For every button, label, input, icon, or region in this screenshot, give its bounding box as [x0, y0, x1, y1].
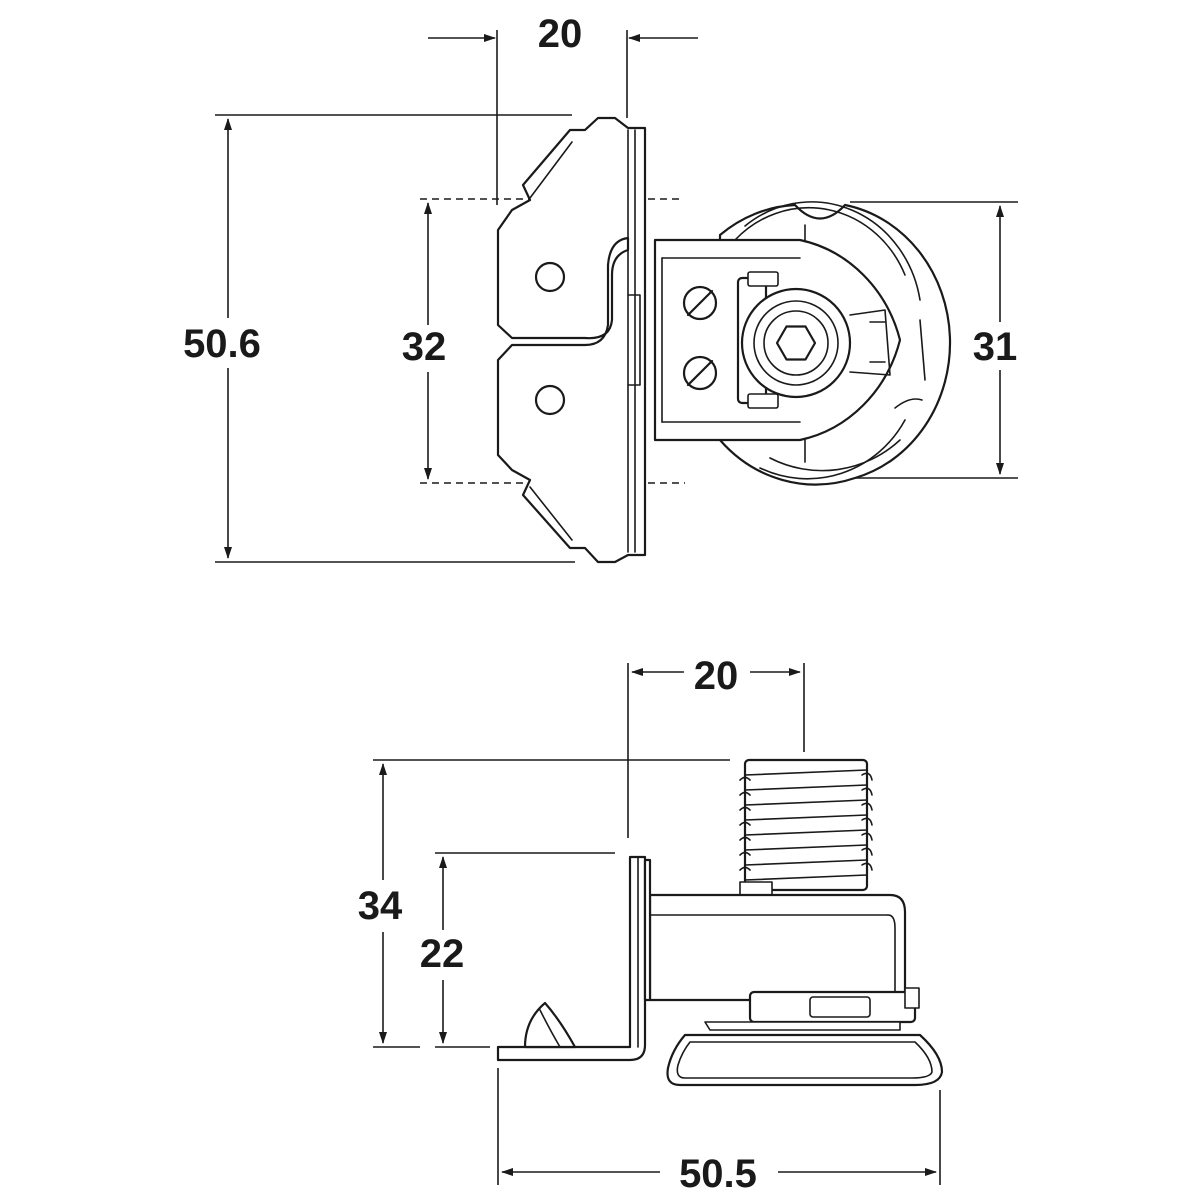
- bracket-height-dimension: 22: [420, 852, 615, 1048]
- side-width-label: 20: [694, 654, 739, 698]
- threaded-stud: [739, 758, 873, 897]
- mounting-plate: [496, 116, 647, 564]
- hex-socket-icon: [775, 325, 817, 361]
- hole-spacing-label: 32: [402, 325, 447, 369]
- top-view: 20 50.6 32 31: [183, 12, 1018, 564]
- side-clip: [523, 1001, 577, 1049]
- mounting-hole-lower: [534, 384, 566, 416]
- top-height-label: 50.6: [183, 322, 261, 366]
- side-height-dimension: 34: [358, 759, 730, 1048]
- top-width-dimension: 20: [428, 12, 698, 205]
- side-height-label: 34: [358, 884, 403, 928]
- hex-adjuster: [736, 271, 891, 409]
- wheel-height-label: 31: [973, 325, 1018, 369]
- side-overall-width-dimension: 50.5: [497, 1068, 941, 1196]
- wheel-height-dimension: 31: [850, 201, 1018, 479]
- side-view: 20 34 22 50.5: [358, 654, 944, 1196]
- side-bracket: [496, 855, 652, 1062]
- side-width-dimension: 20: [627, 654, 805, 838]
- top-width-label: 20: [538, 12, 583, 56]
- top-height-dimension: 50.6: [183, 114, 575, 563]
- bracket-height-label: 22: [420, 932, 465, 976]
- side-base: [666, 987, 944, 1087]
- side-body: [648, 893, 907, 1002]
- mounting-hole-upper: [534, 261, 566, 293]
- side-overall-width-label: 50.5: [679, 1152, 757, 1196]
- arm-screws: [682, 285, 718, 391]
